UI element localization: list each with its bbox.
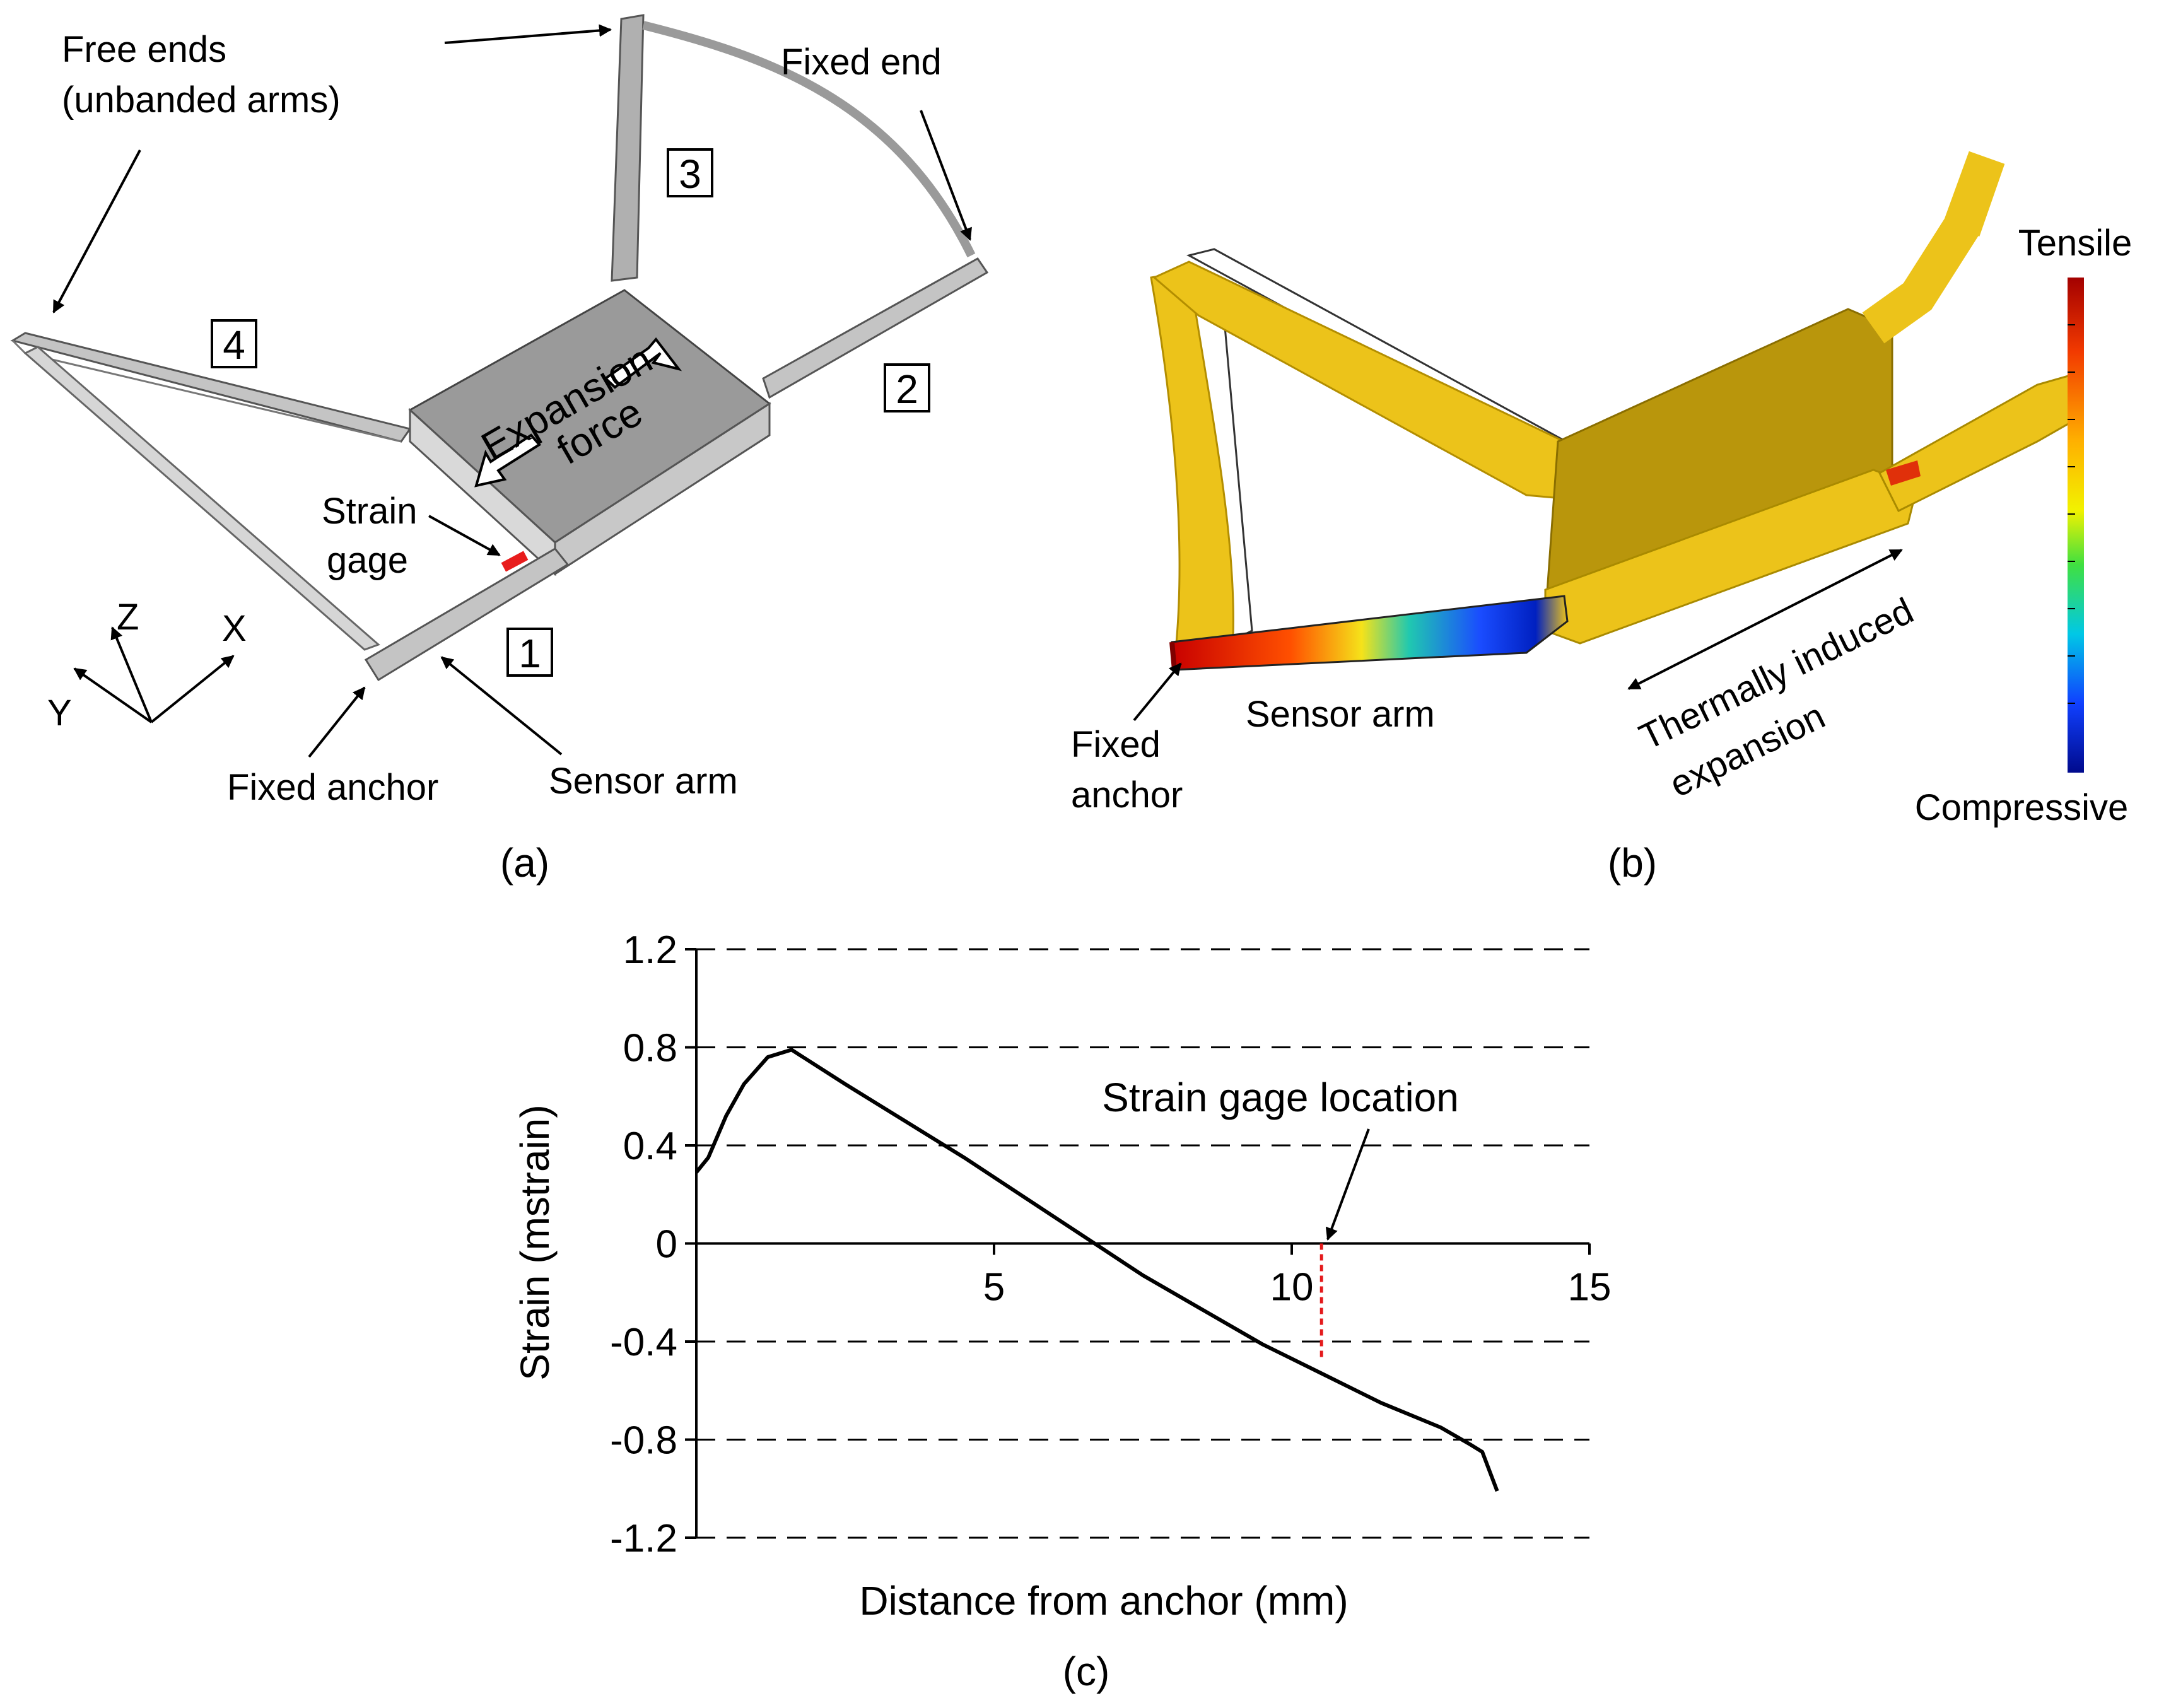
label-strain: Strain: [322, 491, 418, 532]
expansion-force-arrows: [474, 337, 682, 488]
right-arm-hotspot: [1886, 460, 1921, 486]
label-free-ends: Free ends: [62, 29, 226, 70]
arm-number-boxes: [211, 148, 930, 677]
label-sensor-arm-b: Sensor arm: [1246, 694, 1435, 735]
arm-number-1: 1: [518, 631, 541, 676]
label-gage: gage: [327, 540, 408, 581]
x-tick-label: 5: [983, 1266, 1005, 1309]
y-tick-label: -0.8: [610, 1419, 677, 1463]
label-tensile: Tensile: [2018, 223, 2133, 264]
right-arm: [1878, 371, 2083, 513]
x-tick-label: 15: [1568, 1266, 1612, 1309]
strain-gage-marker: [501, 551, 529, 572]
strain-gage-location-arrow: [1325, 1128, 1370, 1241]
chart-tick-labels: 1.2 0.8 0.4 0 -0.4 -0.8 -1.2 5 10 15: [610, 928, 1611, 1560]
annotation-arrows-a: [52, 24, 972, 758]
fea-model-b: [1150, 151, 2083, 671]
strain-curve: [694, 1048, 1499, 1492]
annotation-strain-gage-location: Strain gage location: [1102, 1075, 1459, 1120]
x-tick-label: 10: [1270, 1266, 1314, 1309]
caption-c: (c): [1063, 1649, 1110, 1694]
y-tick-label: 0.4: [623, 1125, 677, 1168]
coordinate-axes: [73, 626, 235, 723]
x-axis-label: Distance from anchor (mm): [859, 1578, 1348, 1623]
arm-number-4: 4: [223, 322, 245, 368]
caption-a: (a): [500, 840, 549, 886]
label-fixed-end: Fixed end: [781, 42, 942, 83]
label-compressive: Compressive: [1915, 787, 2128, 828]
arm-1-sensor: [364, 547, 570, 682]
annotation-arrows-b: [1133, 549, 1903, 722]
y-tick-label: -1.2: [610, 1517, 677, 1560]
arm-3-curve: [642, 21, 976, 258]
y-tick-label: 0.8: [623, 1027, 677, 1070]
axis-label-y: Y: [47, 693, 72, 734]
strain-chart: 1.2 0.8 0.4 0 -0.4 -0.8 -1.2 5 10 15 Strain gage …: [512, 928, 1611, 1694]
upper-right-arm: [1862, 151, 2005, 344]
arm-number-3: 3: [679, 151, 701, 197]
label-anchor-b: anchor: [1071, 775, 1183, 816]
arm-4-strut: [23, 346, 380, 651]
arm-3: [611, 14, 645, 282]
axis-label-z: Z: [117, 597, 139, 638]
label-sensor-arm-a: Sensor arm: [549, 761, 738, 802]
label-fixed-b: Fixed: [1071, 724, 1161, 765]
colorbar: [2068, 278, 2084, 773]
panel-a: 1 2 3 4 Free ends (unbanded arms) Fixed …: [10, 14, 989, 886]
y-tick-label: 1.2: [623, 928, 677, 972]
y-tick-label: -0.4: [610, 1321, 677, 1364]
arm-2: [762, 257, 989, 399]
axis-label-x: X: [222, 608, 247, 649]
device-model-a: [10, 14, 989, 682]
panel-b: Tensile Compressive Fixed anchor Sensor …: [1071, 151, 2133, 886]
chart-axes: [685, 948, 1591, 1539]
y-axis-label: Strain (mstrain): [512, 1104, 558, 1380]
arm-number-2: 2: [896, 366, 918, 412]
y-tick-label: 0: [656, 1223, 677, 1266]
label-fixed-anchor-a: Fixed anchor: [227, 767, 438, 808]
chart-grid: [696, 948, 1589, 1539]
label-unbanded-arms: (unbanded arms): [62, 79, 341, 120]
caption-b: (b): [1608, 840, 1657, 886]
colorbar-ticks: [2068, 324, 2075, 704]
